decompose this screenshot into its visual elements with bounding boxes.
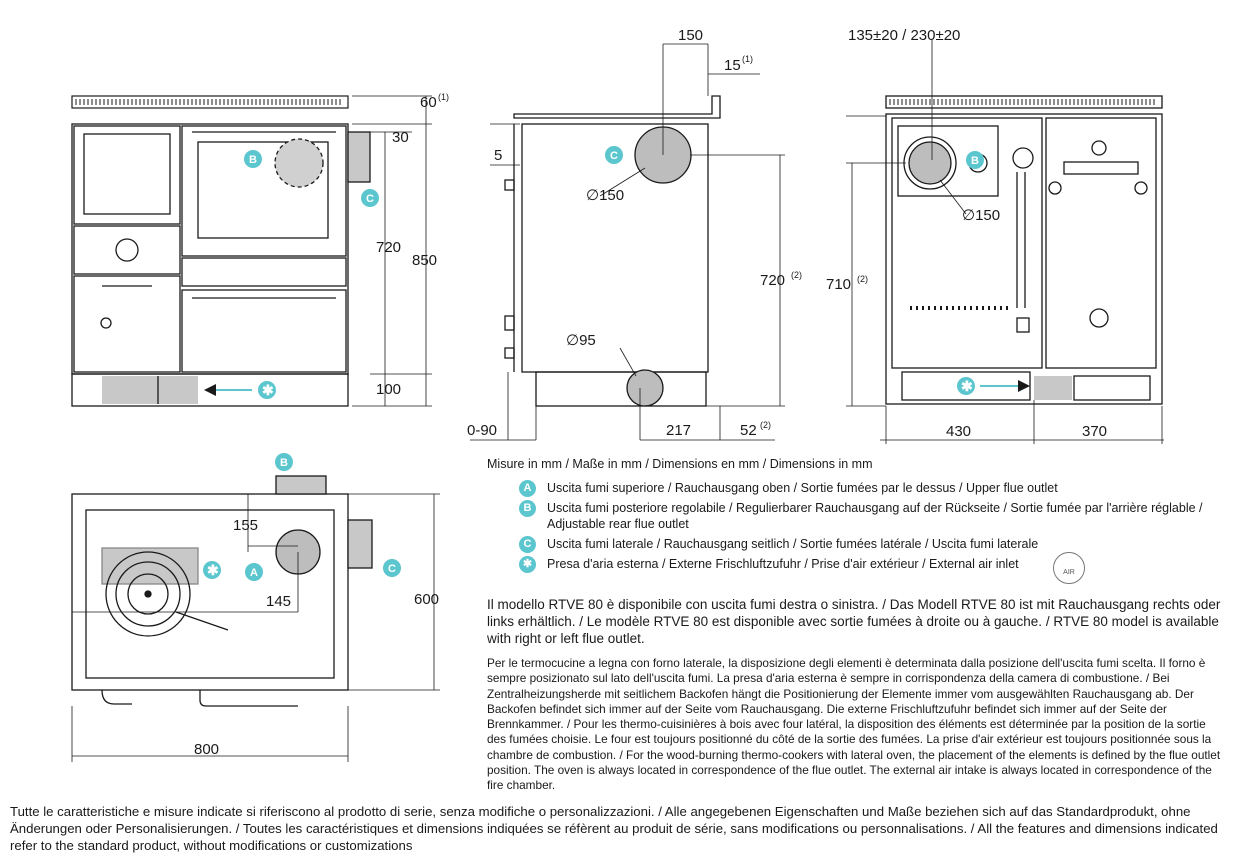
- legend-item-c: C Uscita fumi laterale / Rauchausgang se…: [519, 536, 1234, 553]
- rear-air-inlet-marker: ✱: [957, 377, 1030, 395]
- svg-text:B: B: [249, 154, 257, 166]
- rear-dim-flue-diameter: ∅150: [962, 207, 1000, 224]
- svg-text:C: C: [388, 563, 396, 575]
- rear-marker-b: B: [966, 151, 984, 169]
- legend-item-b: B Uscita fumi posteriore regolabile / Re…: [519, 500, 1234, 532]
- badge-b: B: [519, 500, 536, 517]
- svg-text:A: A: [250, 567, 258, 579]
- svg-text:B: B: [971, 155, 979, 167]
- side-dim-flue-diameter: ∅150: [586, 187, 624, 204]
- side-dim-feet: 0-90: [467, 422, 497, 439]
- availability-paragraph: Il modello RTVE 80 è disponibile con usc…: [487, 597, 1221, 646]
- rear-view: [846, 40, 1164, 444]
- footer-disclaimer: Tutte le caratteristiche e misure indica…: [10, 804, 1218, 853]
- layout-paragraph: Per le termocucine a legna con forno lat…: [487, 656, 1221, 793]
- rear-dim-right-width: 370: [1082, 423, 1107, 440]
- rear-dim-outlet-height: 710: [826, 276, 851, 293]
- side-dim-left-gap: 5: [494, 147, 502, 164]
- top-marker-a: A: [245, 563, 263, 581]
- side-dim-flue-top-note: (1): [742, 54, 753, 64]
- air-inlet-logo-icon: AIR: [1053, 552, 1085, 584]
- front-view: [71, 95, 432, 407]
- side-dim-air-offset: 217: [666, 422, 691, 439]
- legend-item-a: A Uscita fumi superiore / Rauchausgang o…: [519, 480, 1234, 497]
- front-dim-base: 100: [376, 381, 401, 398]
- top-dim-flue-y: 155: [233, 517, 258, 534]
- front-dim-side-outlet-top: 30: [392, 129, 409, 146]
- legend-item-air: ✱ Presa d'aria esterna / Externe Frischl…: [519, 552, 1234, 584]
- side-dim-outlet-height: 720: [760, 272, 785, 289]
- legend: A Uscita fumi superiore / Rauchausgang o…: [519, 480, 1234, 584]
- legend-text-a: Uscita fumi superiore / Rauchausgang obe…: [547, 481, 1058, 495]
- side-dim-rear-gap: 52: [740, 422, 757, 439]
- front-dim-top-plate-note: (1): [438, 92, 449, 102]
- rear-dim-left-width: 430: [946, 423, 971, 440]
- units-line: Misure in mm / Maße in mm / Dimensions e…: [487, 457, 873, 471]
- side-dim-flue-offset: 150: [678, 27, 703, 44]
- side-dim-rear-gap-note: (2): [760, 420, 771, 430]
- top-dim-flue-x: 145: [266, 593, 291, 610]
- side-marker-c: C: [605, 146, 623, 164]
- front-air-inlet-marker: ✱: [204, 381, 276, 399]
- front-marker-c: C: [361, 189, 379, 207]
- legend-text-b: Uscita fumi posteriore regolabile / Regu…: [547, 501, 1203, 531]
- side-dim-air-diameter: ∅95: [566, 332, 596, 349]
- asterisk-icon: ✱: [519, 556, 536, 573]
- front-marker-b: B: [244, 150, 262, 168]
- front-dim-outlet-height: 720: [376, 239, 401, 256]
- asterisk-icon: ✱: [262, 382, 274, 398]
- front-dim-total-height: 850: [412, 252, 437, 269]
- side-dim-outlet-height-note: (2): [791, 270, 802, 280]
- svg-text:C: C: [610, 150, 618, 162]
- asterisk-icon: ✱: [961, 378, 973, 394]
- side-dim-flue-top: 15: [724, 57, 741, 74]
- top-marker-c: C: [383, 559, 401, 577]
- badge-a: A: [519, 480, 536, 497]
- rear-dim-outlet-height-note: (2): [857, 274, 868, 284]
- badge-c: C: [519, 536, 536, 553]
- side-view: [470, 43, 785, 441]
- top-view: [71, 475, 440, 762]
- front-dim-top-plate: 60: [420, 94, 437, 111]
- svg-text:B: B: [280, 457, 288, 469]
- top-air-inlet-marker: ✱: [203, 561, 221, 579]
- legend-text-c: Uscita fumi laterale / Rauchausgang seit…: [547, 537, 1039, 551]
- legend-text-air: Presa d'aria esterna / Externe Frischluf…: [547, 557, 1019, 571]
- asterisk-icon: ✱: [207, 562, 219, 578]
- top-marker-b: B: [275, 453, 293, 471]
- top-dim-width: 800: [194, 741, 219, 758]
- top-dim-depth: 600: [414, 591, 439, 608]
- rear-dim-flue-offset: 135±20 / 230±20: [848, 27, 960, 44]
- svg-text:C: C: [366, 193, 374, 205]
